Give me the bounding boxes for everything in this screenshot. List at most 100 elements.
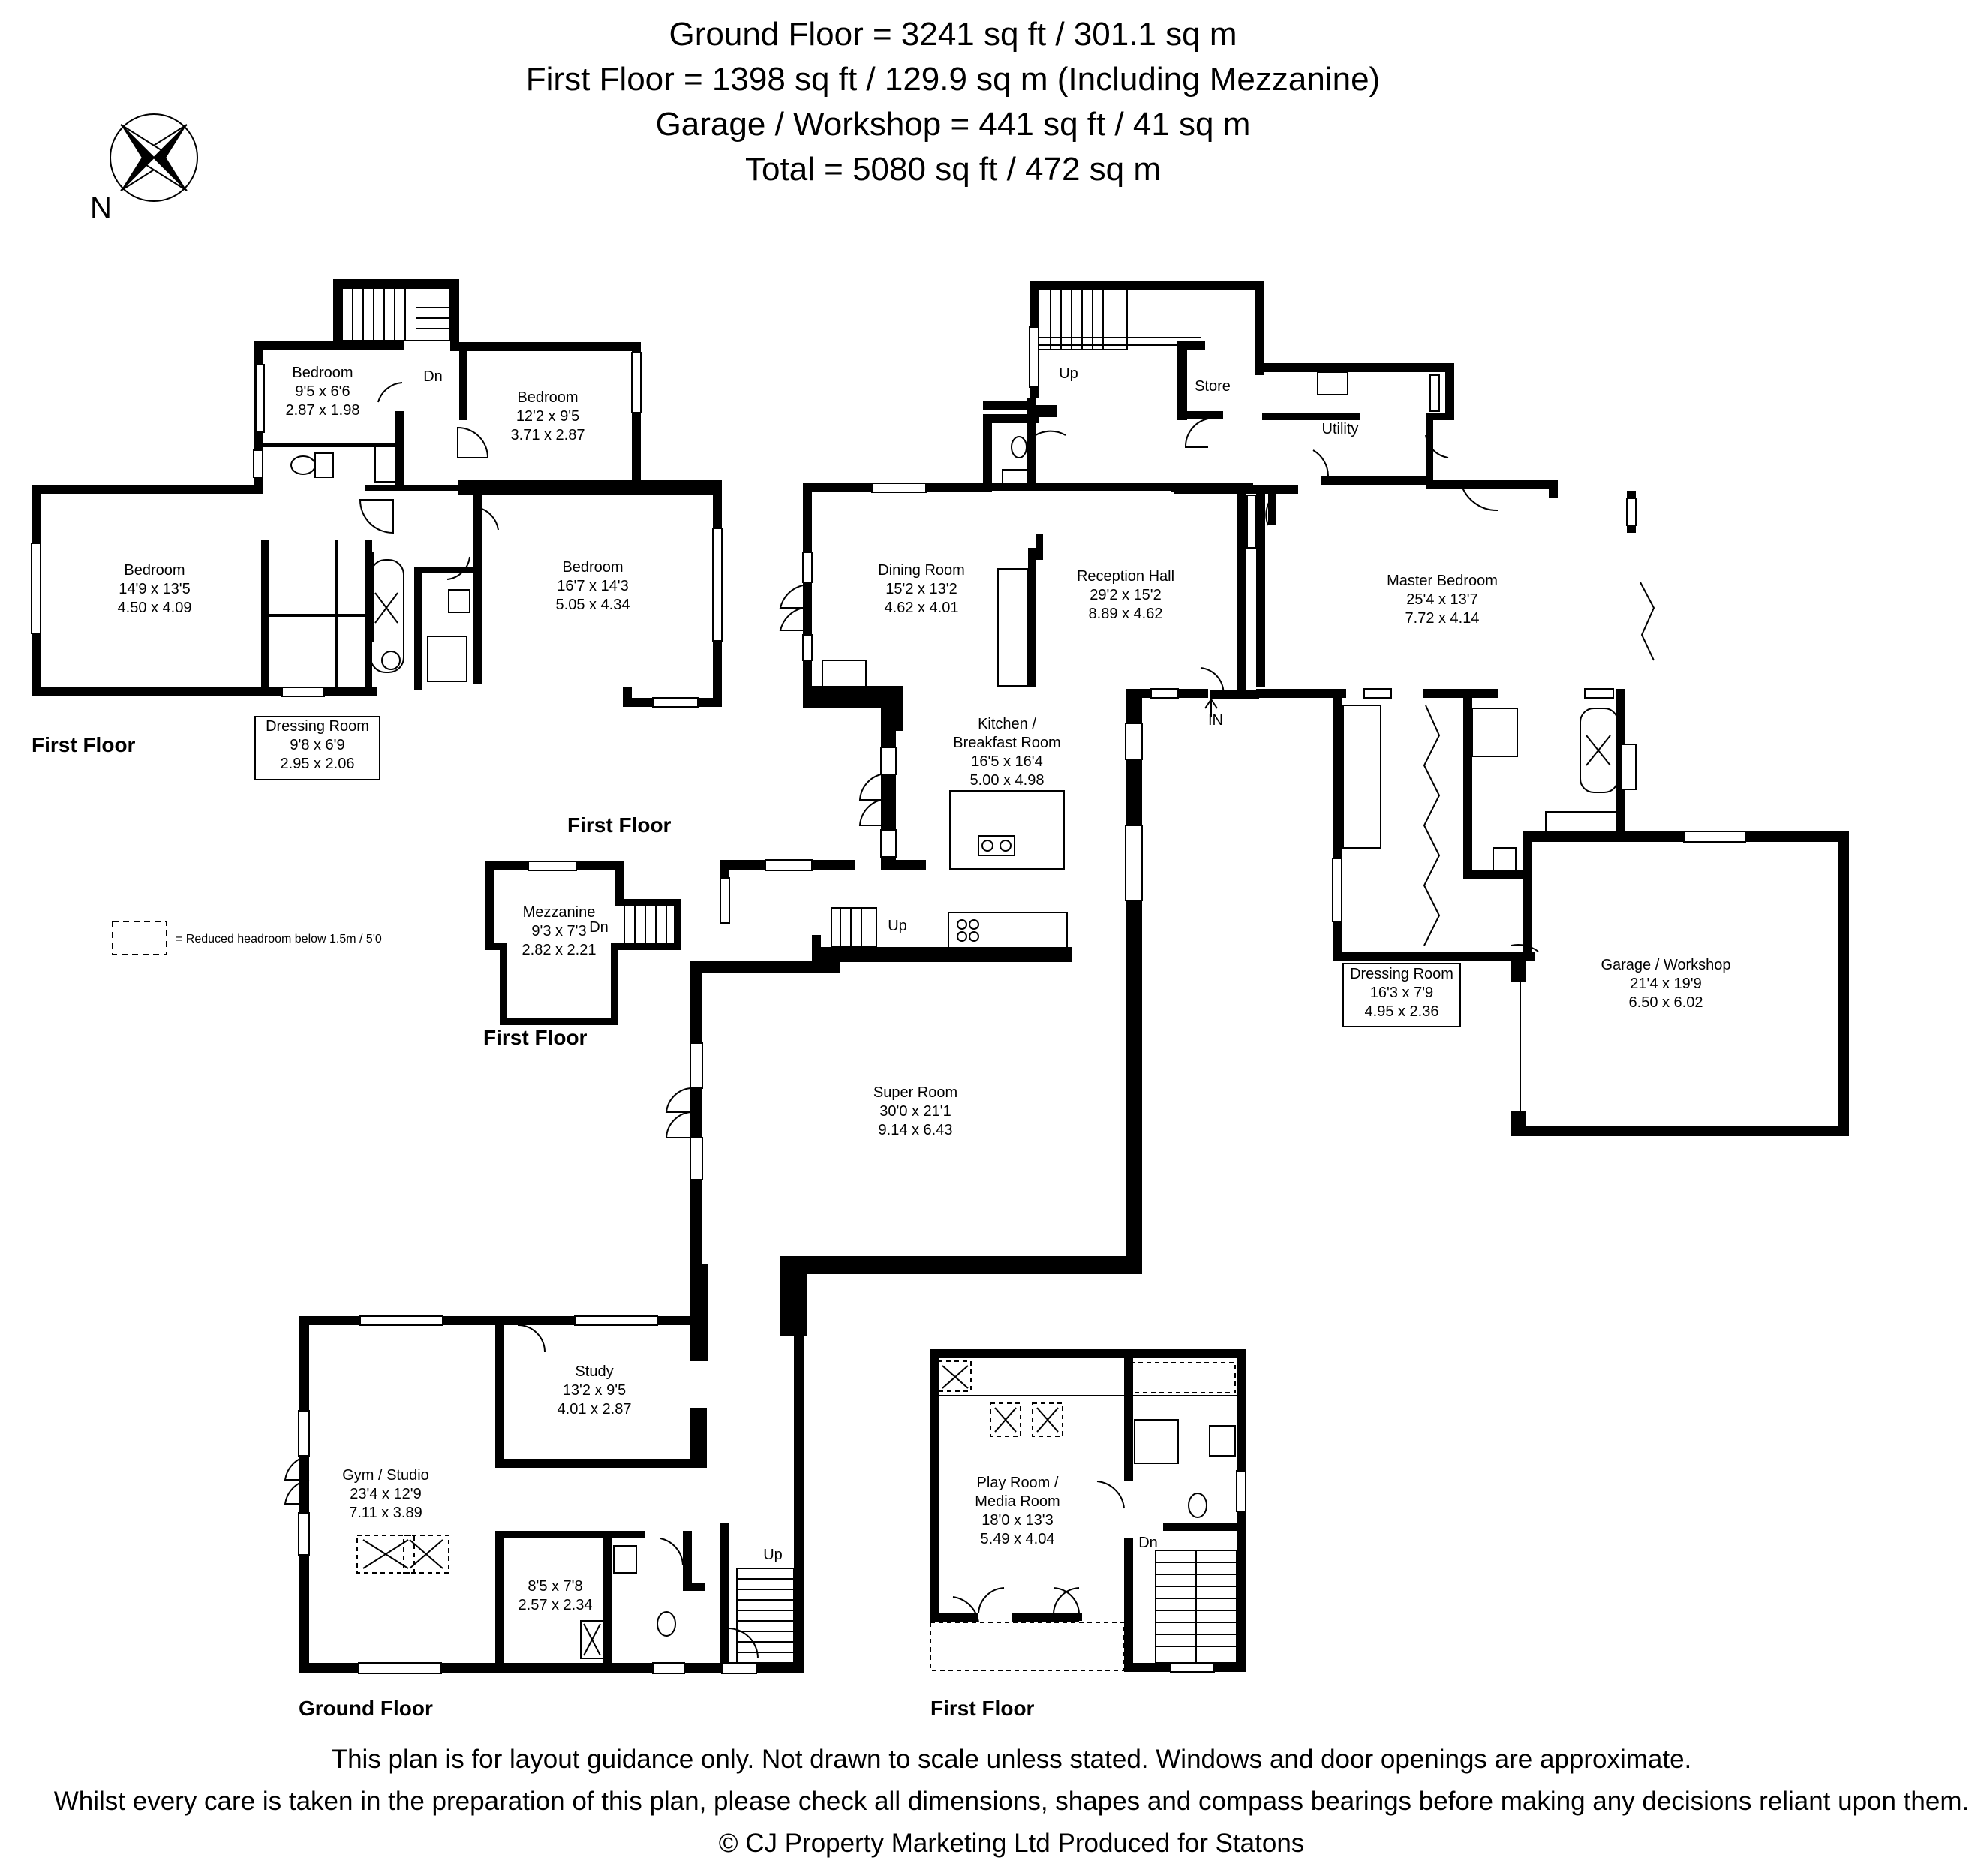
svg-text:Gym / Studio: Gym / Studio [342, 1467, 429, 1484]
svg-text:9'3 x 7'3: 9'3 x 7'3 [531, 923, 586, 940]
room-ff-bedroom-left: Bedroom 14'9 x 13'5 4.50 x 4.09 [118, 562, 192, 616]
svg-text:8'5 x 7'8: 8'5 x 7'8 [528, 1578, 582, 1595]
room-kitchen-breakfast: Kitchen / Breakfast Room 16'5 x 16'4 5.0… [953, 716, 1060, 789]
svg-text:Dressing Room: Dressing Room [1350, 966, 1453, 982]
svg-text:2.95 x 2.06: 2.95 x 2.06 [281, 756, 355, 772]
svg-text:4.50 x 4.09: 4.50 x 4.09 [118, 600, 192, 616]
svg-text:23'4 x 12'9: 23'4 x 12'9 [350, 1486, 422, 1502]
area-garage: Garage / Workshop = 441 sq ft / 41 sq m [656, 106, 1251, 143]
room-reception-hall: Reception Hall 29'2 x 15'2 8.89 x 4.62 [1077, 568, 1174, 622]
svg-text:5.00 x 4.98: 5.00 x 4.98 [970, 772, 1045, 789]
room-ff-bedroom-small: Bedroom 9'5 x 6'6 2.87 x 1.98 [286, 365, 360, 419]
legend-reduced-headroom: = Reduced headroom below 1.5m / 5'0 [176, 933, 382, 946]
room-master-bedroom: Master Bedroom 25'4 x 13'7 7.72 x 4.14 [1387, 573, 1498, 627]
svg-text:Dressing Room: Dressing Room [266, 718, 369, 735]
svg-text:Bedroom: Bedroom [292, 365, 353, 381]
stair-down-label-playroom: Dn [1138, 1535, 1158, 1551]
svg-text:7.72 x 4.14: 7.72 x 4.14 [1405, 610, 1480, 627]
room-garage-workshop: Garage / Workshop 21'4 x 19'9 6.50 x 6.0… [1601, 957, 1730, 1011]
reduced-headroom-swatch [112, 921, 167, 955]
svg-text:9'5 x 6'6: 9'5 x 6'6 [295, 383, 350, 400]
area-first-floor: First Floor = 1398 sq ft / 129.9 sq m (I… [526, 61, 1380, 98]
room-gym-studio: Gym / Studio 23'4 x 12'9 7.11 x 3.89 [342, 1467, 429, 1521]
first-floor-bedroom-wing [31, 279, 723, 708]
svg-text:16'5 x 16'4: 16'5 x 16'4 [971, 753, 1043, 770]
svg-text:5.49 x 4.04: 5.49 x 4.04 [981, 1531, 1055, 1547]
svg-text:Media Room: Media Room [975, 1493, 1060, 1510]
svg-text:Bedroom: Bedroom [517, 389, 578, 406]
svg-text:Bedroom: Bedroom [562, 559, 623, 576]
svg-text:14'9 x 13'5: 14'9 x 13'5 [119, 581, 191, 597]
svg-text:16'3 x 7'9: 16'3 x 7'9 [1370, 985, 1433, 1001]
svg-text:18'0 x 13'3: 18'0 x 13'3 [981, 1512, 1054, 1529]
svg-text:15'2 x 13'2: 15'2 x 13'2 [885, 581, 957, 597]
svg-text:Dining Room: Dining Room [878, 562, 965, 579]
entrance-label: IN [1208, 712, 1223, 729]
stair-down-label-mezz: Dn [589, 919, 609, 936]
room-small-room: 8'5 x 7'8 2.57 x 2.34 [519, 1578, 593, 1613]
area-total: Total = 5080 sq ft / 472 sq m [745, 151, 1161, 188]
disclaimer: This plan is for layout guidance only. N… [54, 1745, 1970, 1858]
svg-text:Super Room: Super Room [873, 1084, 957, 1101]
svg-text:13'2 x 9'5: 13'2 x 9'5 [563, 1382, 626, 1399]
svg-text:7.11 x 3.89: 7.11 x 3.89 [349, 1505, 422, 1521]
svg-text:5.05 x 4.34: 5.05 x 4.34 [556, 597, 630, 613]
svg-text:Bedroom: Bedroom [124, 562, 185, 579]
stair-up-label-hall: Up [1059, 365, 1078, 382]
svg-text:4.62 x 4.01: 4.62 x 4.01 [885, 600, 959, 616]
svg-text:25'4 x 13'7: 25'4 x 13'7 [1406, 591, 1478, 608]
copyright-line: © CJ Property Marketing Ltd Produced for… [719, 1829, 1305, 1858]
svg-text:Garage / Workshop: Garage / Workshop [1601, 957, 1730, 973]
ground-floor-gym-wing [284, 1315, 804, 1674]
svg-text:16'7 x 14'3: 16'7 x 14'3 [557, 578, 629, 594]
floor-label-first-floor-d: First Floor [930, 1697, 1035, 1720]
room-study: Study 13'2 x 9'5 4.01 x 2.87 [558, 1363, 632, 1418]
svg-text:Reception Hall: Reception Hall [1077, 568, 1174, 585]
room-ff-bedroom-top: Bedroom 12'2 x 9'5 3.71 x 2.87 [511, 389, 585, 443]
svg-text:29'2 x 15'2: 29'2 x 15'2 [1090, 587, 1162, 603]
svg-text:8.89 x 4.62: 8.89 x 4.62 [1089, 606, 1163, 622]
svg-text:9.14 x 6.43: 9.14 x 6.43 [879, 1122, 953, 1138]
svg-text:2.57 x 2.34: 2.57 x 2.34 [519, 1597, 593, 1613]
first-floor-playroom [930, 1349, 1246, 1673]
room-ff-dressing: Dressing Room 9'8 x 6'9 2.95 x 2.06 [254, 716, 380, 780]
svg-text:9'8 x 6'9: 9'8 x 6'9 [290, 737, 344, 753]
ground-floor-main [665, 281, 1849, 1336]
disclaimer-line-2: Whilst every care is taken in the prepar… [54, 1787, 1970, 1816]
svg-text:4.95 x 2.36: 4.95 x 2.36 [1365, 1003, 1439, 1020]
room-playroom-media: Play Room / Media Room 18'0 x 13'3 5.49 … [975, 1475, 1060, 1547]
svg-text:Play Room /: Play Room / [977, 1475, 1059, 1491]
svg-text:2.82 x 2.21: 2.82 x 2.21 [522, 942, 597, 958]
svg-text:21'4 x 19'9: 21'4 x 19'9 [1630, 976, 1702, 992]
room-mezzanine: Mezzanine 9'3 x 7'3 2.82 x 2.21 [522, 904, 597, 958]
svg-text:Kitchen /: Kitchen / [978, 716, 1036, 732]
svg-text:Breakfast Room: Breakfast Room [953, 735, 1060, 751]
floor-label-first-floor-a: First Floor [32, 733, 136, 756]
svg-text:4.01 x 2.87: 4.01 x 2.87 [558, 1401, 632, 1418]
disclaimer-line-1: This plan is for layout guidance only. N… [332, 1745, 1692, 1774]
room-super-room: Super Room 30'0 x 21'1 9.14 x 6.43 [873, 1084, 957, 1138]
svg-text:Mezzanine: Mezzanine [523, 904, 596, 921]
room-utility: Utility [1322, 421, 1359, 437]
stair-down-label: Dn [423, 368, 443, 385]
room-dining: Dining Room 15'2 x 13'2 4.62 x 4.01 [878, 562, 965, 616]
svg-text:30'0 x 21'1: 30'0 x 21'1 [879, 1103, 951, 1120]
svg-text:12'2 x 9'5: 12'2 x 9'5 [516, 408, 579, 425]
floor-label-first-floor-b: First Floor [567, 813, 672, 837]
compass-rose-icon [110, 113, 198, 202]
svg-text:6.50 x 6.02: 6.50 x 6.02 [1629, 994, 1703, 1011]
svg-text:2.87 x 1.98: 2.87 x 1.98 [286, 402, 360, 419]
stair-up-label-gym: Up [763, 1547, 783, 1563]
area-ground-floor: Ground Floor = 3241 sq ft / 301.1 sq m [669, 16, 1237, 53]
svg-text:Study: Study [575, 1363, 613, 1380]
room-dressing-ground: Dressing Room 16'3 x 7'9 4.95 x 2.36 [1342, 963, 1461, 1027]
svg-text:3.71 x 2.87: 3.71 x 2.87 [511, 427, 585, 443]
floor-label-ground-floor: Ground Floor [299, 1697, 433, 1720]
mezzanine-plan [485, 861, 681, 1025]
svg-text:Master Bedroom: Master Bedroom [1387, 573, 1498, 589]
room-ff-bedroom-right: Bedroom 16'7 x 14'3 5.05 x 4.34 [556, 559, 630, 613]
area-summary: Ground Floor = 3241 sq ft / 301.1 sq m F… [526, 16, 1380, 188]
compass-north-label: N [90, 191, 112, 224]
stair-up-label-kitchen: Up [888, 918, 907, 934]
